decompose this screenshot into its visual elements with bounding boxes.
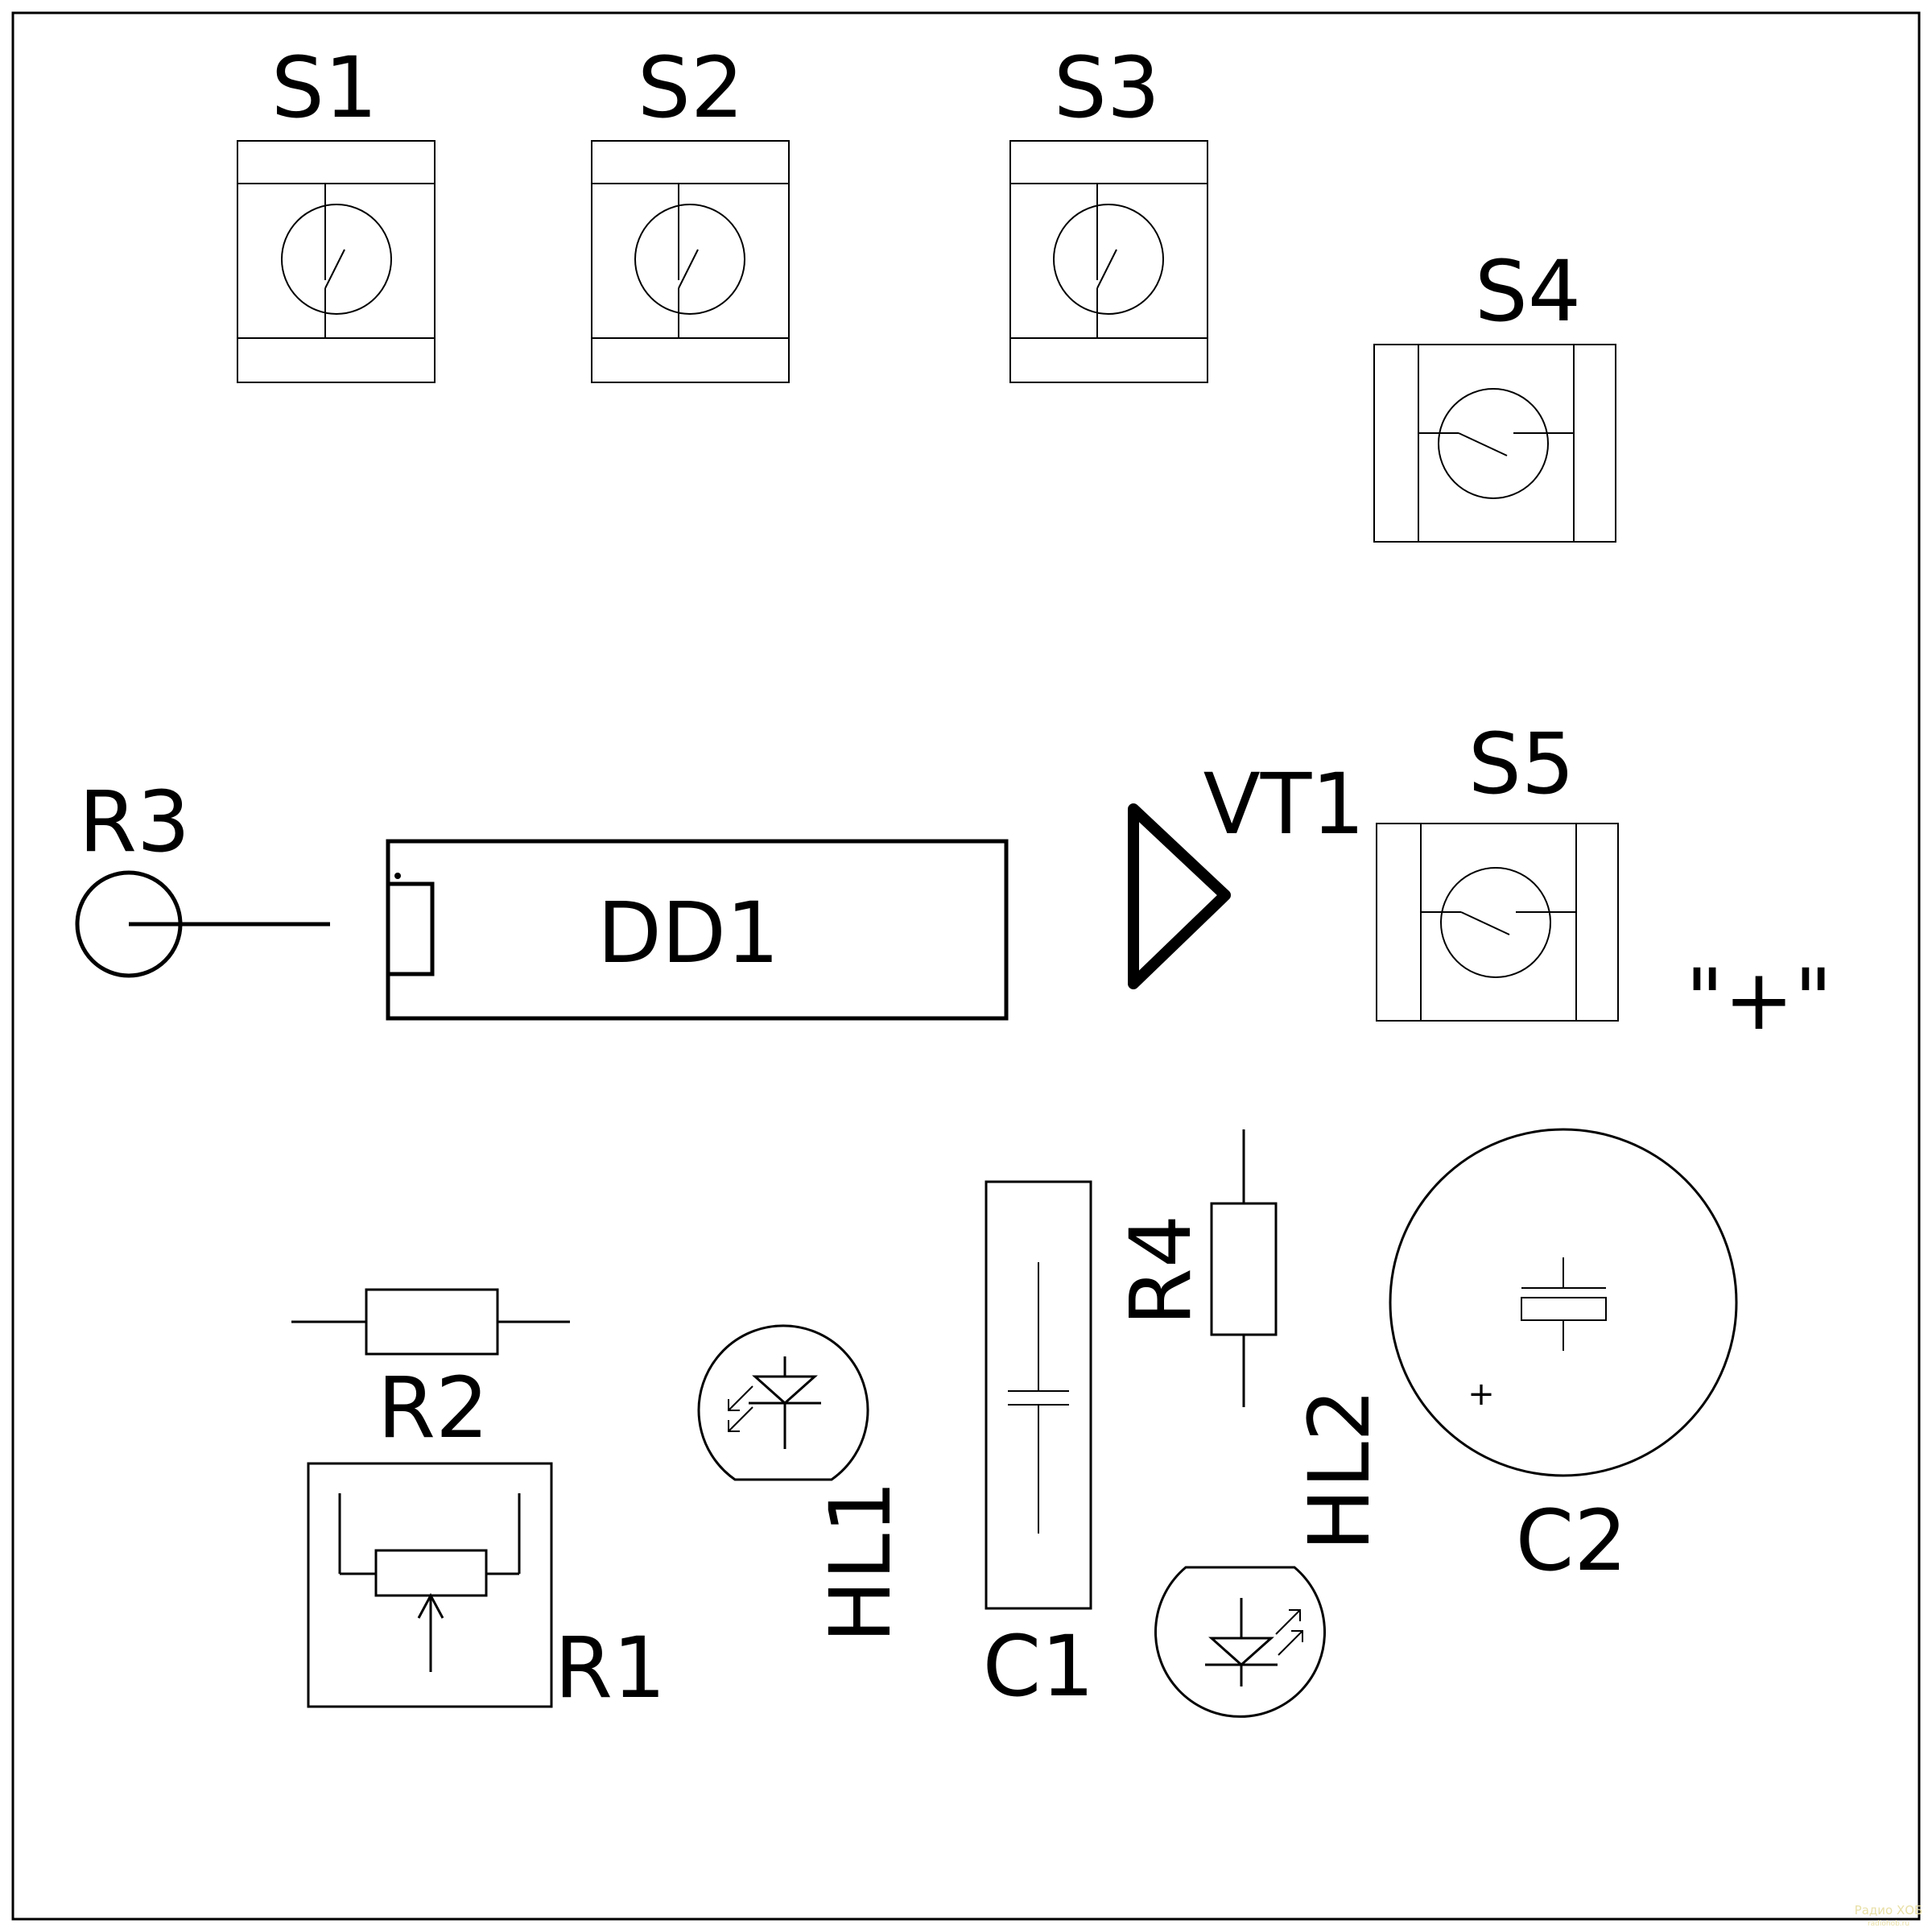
switch-s3-label: S3 <box>1054 39 1160 137</box>
potentiometer-r1-label: R1 <box>555 1619 666 1717</box>
switch-s1: S1 <box>237 39 436 383</box>
switch-s4: S4 <box>1373 242 1616 543</box>
led-hl2: HL2 <box>1154 1389 1389 1718</box>
switch-s2: S2 <box>591 39 790 383</box>
resistor-r4-label: R4 <box>1112 1215 1210 1326</box>
plus-terminal-label: "+" <box>1686 951 1833 1049</box>
board-outline <box>11 11 1921 1921</box>
switch-s5: S5 <box>1376 715 1619 1022</box>
watermark: Радио ХОБ radiohob.ru <box>1855 1903 1923 1928</box>
resistor-r3-label: R3 <box>79 773 190 871</box>
switch-s4-label: S4 <box>1475 242 1581 341</box>
ic-dd1: DD1 <box>386 839 1009 1021</box>
capacitor-c1-label: C1 <box>983 1617 1095 1715</box>
capacitor-c2: + C2 <box>1389 1128 1738 1590</box>
watermark-line2: radiohob.ru <box>1868 1920 1909 1928</box>
resistor-r3: R3 <box>75 773 330 978</box>
led-hl2-label: HL2 <box>1290 1389 1389 1551</box>
switch-s5-label: S5 <box>1468 715 1575 813</box>
switch-s2-label: S2 <box>638 39 744 137</box>
switch-s1-label: S1 <box>271 39 378 137</box>
transistor-vt1-label: VT1 <box>1203 755 1365 853</box>
switch-s3: S3 <box>1009 39 1208 383</box>
resistor-r4: R4 <box>1112 1129 1278 1407</box>
ic-dd1-label: DD1 <box>597 884 779 982</box>
capacitor-c1: C1 <box>983 1180 1095 1715</box>
watermark-line1: Радио ХОБ <box>1855 1903 1923 1918</box>
resistor-r2-label: R2 <box>378 1359 489 1457</box>
resistor-r2: R2 <box>291 1288 570 1457</box>
transistor-vt1: VT1 <box>1128 755 1365 989</box>
led-hl1: HL1 <box>697 1324 910 1643</box>
potentiometer-r1: R1 <box>307 1462 666 1717</box>
led-hl1-label: HL1 <box>811 1480 910 1643</box>
capacitor-c2-label: C2 <box>1516 1492 1628 1590</box>
capacitor-c2-polarity: + <box>1468 1376 1495 1413</box>
